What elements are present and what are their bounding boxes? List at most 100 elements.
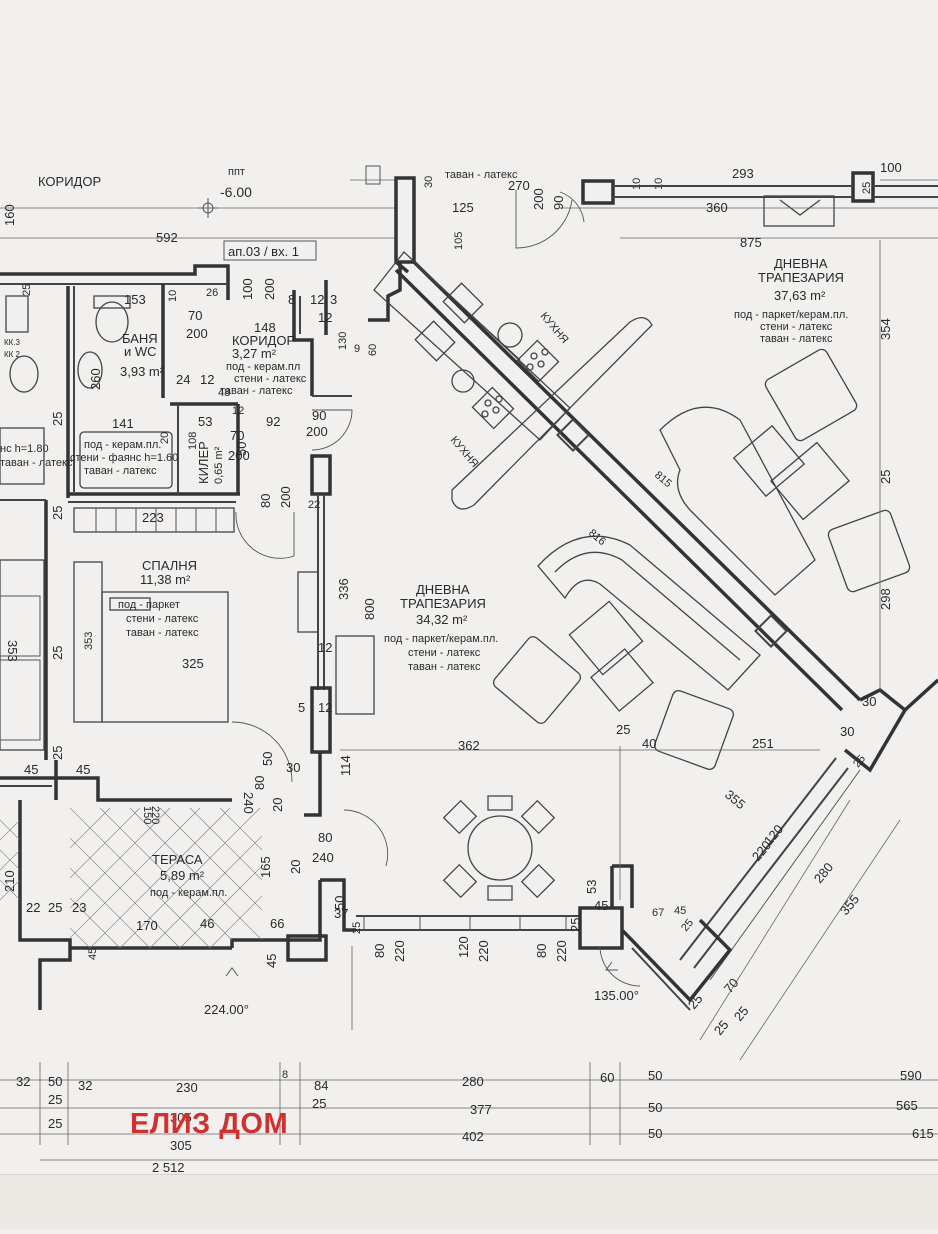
dimension-label: 220 [476, 940, 491, 962]
dimension-label: 590 [900, 1068, 922, 1083]
dimension-label: 114 [338, 755, 353, 776]
neighbor-living-name-1: ДНЕВНА [774, 256, 828, 271]
dimension-label: 25 [48, 1092, 62, 1107]
dimension-label: 50 [260, 752, 275, 766]
dimension-label: 45 [674, 905, 686, 917]
dimension-label: 362 [458, 738, 480, 753]
dim-top-11: 10 [653, 178, 665, 190]
ceiling-note-top: таван - латекс [445, 169, 518, 181]
dimension-label: 240 [312, 850, 334, 865]
dim-top-5: 125 [452, 200, 474, 215]
corridor-finish-2: стени - латекс [234, 373, 307, 385]
dimension-label: 280 [462, 1074, 484, 1089]
closet-name: КИЛЕР [196, 441, 211, 484]
room-living-neighbor: ДНЕВНА ТРАПЕЗАРИЯ 37,63 m² под - паркет/… [734, 256, 848, 345]
living-finish-3: таван - латекс [408, 661, 481, 673]
living-name-1: ДНЕВНА [416, 582, 470, 597]
bath-name-2: и WC [124, 344, 157, 359]
neighbor-living-finish-2: стени - латекс [760, 321, 833, 333]
dimension-label: 25 [50, 412, 65, 426]
dimension-label: 200 [262, 278, 277, 300]
dimension-label: 25 [48, 1116, 62, 1131]
neighbor-living-area: 37,63 m² [774, 288, 826, 303]
corridor-finish-3: таван - латекс [220, 385, 293, 397]
bath-area: 3,93 m² [120, 364, 165, 379]
dimension-label: 240 [241, 792, 256, 814]
door-swings [231, 190, 641, 987]
dimension-label: 25 [50, 746, 65, 760]
dimension-label: 70 [188, 308, 202, 323]
dimension-label: 260 [88, 368, 103, 390]
dimension-label: 60 [600, 1070, 614, 1085]
bedroom-finish-1: под - паркет [118, 599, 180, 611]
dimension-label: 40 [642, 736, 656, 751]
dim-top-2: 270 [508, 178, 530, 193]
dimension-label: 22 [26, 900, 40, 915]
dim-top-4: 90 [551, 196, 566, 210]
dimension-label: 45 [594, 898, 608, 913]
dimension-label: 12 [232, 405, 244, 417]
dimension-label: 26 [206, 287, 218, 299]
room-bath: БАНЯ и WC 3,93 m² под - керам.пл. стени … [70, 331, 178, 477]
dimension-label: 84 [314, 1078, 328, 1093]
bedroom-area: 11,38 m² [140, 572, 191, 587]
bath-finish-3: таван - латекс [84, 465, 157, 477]
dimension-label: 66 [270, 916, 284, 931]
dimension-label: 565 [896, 1098, 918, 1113]
dimension-label: 8 [288, 292, 295, 307]
dimension-label: 22 [308, 499, 320, 511]
dimension-label: 25 [312, 1096, 326, 1111]
dimension-label: 10 [167, 290, 179, 302]
ppt-label: ппт [228, 166, 245, 178]
dimension-label: 353 [5, 640, 20, 662]
kitchen-counter [373, 251, 571, 441]
dimension-label: 92 [266, 414, 280, 429]
neighbor-kk2: КК 2 [4, 350, 21, 359]
dimension-label: 20 [270, 798, 285, 812]
dimension-label: 25 [21, 284, 33, 296]
dimension-label: 220 [554, 940, 569, 962]
corridor-area: 3,27 m² [232, 346, 277, 361]
dimension-label: 165 [258, 856, 273, 878]
dimension-label: 24 [176, 372, 190, 387]
apartment-tag-box [223, 240, 317, 261]
room-corridor: КОРИДОР 3,27 m² под - керам.пл стени - л… [220, 333, 307, 397]
dim-top-1: 592 [156, 230, 178, 245]
dimension-label: 50 [648, 1068, 662, 1083]
dimension-label: 200 [228, 448, 250, 463]
terrace-finish: под - керам.пл. [150, 887, 227, 899]
bath-finish-1: под - керам.пл. [84, 439, 161, 451]
dimension-label: 80 [258, 494, 273, 508]
dimension-label: 150 [141, 806, 153, 824]
dimension-label: 25 [568, 918, 583, 932]
bath-furniture [5, 295, 173, 489]
dimension-label: 50 [648, 1100, 662, 1115]
dimension-label: 30 [840, 724, 854, 739]
dimension-label: 48 [218, 387, 230, 399]
dimension-label: 615 [912, 1126, 934, 1141]
dimension-label: 45 [87, 948, 99, 960]
dimension-label: 80 [534, 944, 549, 958]
dim-top-12: 10 [631, 178, 643, 190]
dimension-label: 141 [112, 416, 134, 431]
bedroom-finish-2: стени - латекс [126, 613, 199, 625]
watermark: ЕЛИЗ ДОМ [130, 1108, 289, 1140]
room-bedroom: СПАЛНЯ 11,38 m² под - паркет стени - лат… [118, 558, 199, 639]
bath-name: БАНЯ [122, 331, 158, 346]
dimension-label: 30 [286, 760, 300, 775]
dimension-label: 298 [878, 588, 893, 610]
dimension-label: 25 [351, 922, 363, 934]
diagonal-wall [368, 176, 938, 1011]
dimension-label: 23 [72, 900, 86, 915]
living-finish-1: под - паркет/керам.пл. [384, 633, 498, 645]
dimension-label: 12 [318, 700, 332, 715]
dim-top-3: 200 [531, 188, 546, 210]
living-area: 34,32 m² [416, 612, 468, 627]
neighbor-ceiling: таван - латекс [0, 457, 73, 469]
room-terrace: ТЕРАСА 5,89 m² под - керам.пл. [150, 852, 227, 899]
dimension-label: 53 [198, 414, 212, 429]
dimension-label: 200 [306, 424, 328, 439]
dimension-label: 230 [176, 1080, 198, 1095]
dimension-label: 80 [372, 944, 387, 958]
